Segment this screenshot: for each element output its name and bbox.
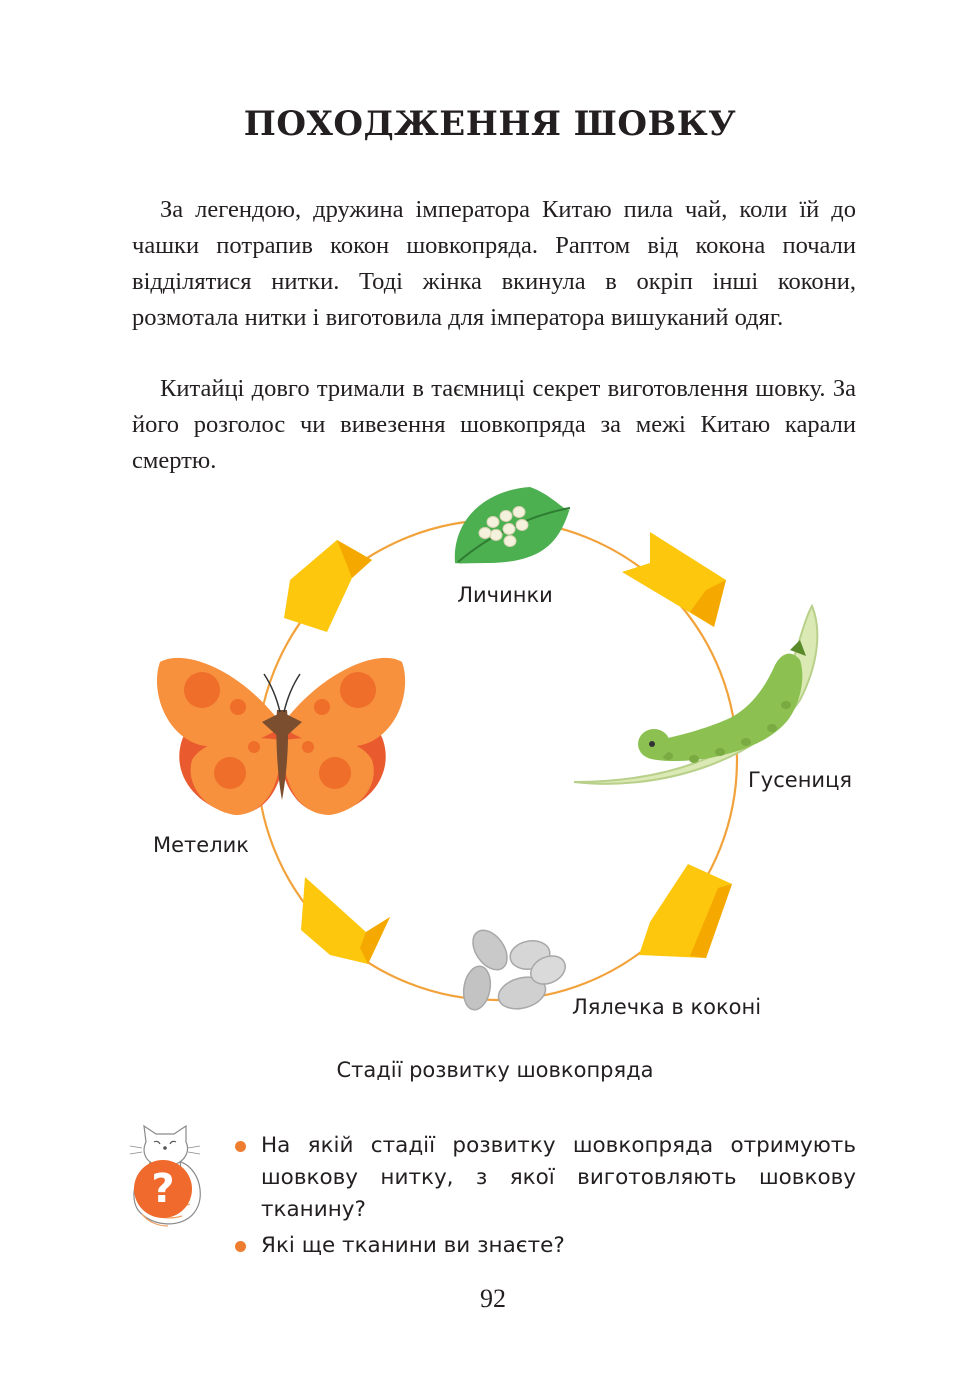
stage-label-butterfly: Метелик	[153, 833, 249, 857]
arrow-butterfly-to-larvae-icon	[284, 540, 372, 632]
caterpillar-icon	[573, 603, 819, 785]
question-mark-icon: ?	[151, 1166, 175, 1212]
page-title: ПОХОДЖЕННЯ ШОВКУ	[243, 104, 737, 144]
stage-label-larvae: Личинки	[457, 583, 553, 607]
question-item: На якій стадії розвитку шовкопряда отрим…	[232, 1130, 856, 1226]
arrow-caterpillar-to-pupa-icon	[639, 864, 732, 958]
arrow-larvae-to-caterpillar-icon	[622, 532, 726, 627]
question-item: Які ще тканини ви знаєте?	[232, 1230, 856, 1262]
cocoons-icon	[462, 929, 566, 1011]
paragraph-secret: Китайці довго тримали в таємниці секрет …	[132, 375, 856, 474]
bullet-icon	[235, 1141, 246, 1152]
questions-list: На якій стадії розвитку шовкопряда отрим…	[232, 1130, 856, 1266]
page-number: 92	[480, 1284, 506, 1313]
paragraph-legend: За легендою, дружина імператора Китаю пи…	[132, 196, 856, 331]
arrow-pupa-to-butterfly-icon	[301, 877, 390, 964]
diagram-caption: Стадії розвитку шовкопряда	[336, 1058, 654, 1082]
butterfly-icon	[156, 657, 406, 815]
bullet-icon	[235, 1241, 246, 1252]
question-badge: ?	[134, 1160, 192, 1218]
question-text: На якій стадії розвитку шовкопряда отрим…	[261, 1133, 856, 1222]
silkworm-lifecycle-diagram: Личинки Гусениця Лялечка в коконі Метели…	[153, 487, 852, 1019]
question-text: Які ще тканини ви знаєте?	[261, 1233, 565, 1258]
stage-label-caterpillar: Гусениця	[748, 768, 852, 792]
leaf-with-eggs-icon	[454, 487, 571, 564]
stage-label-pupa: Лялечка в коконі	[572, 995, 761, 1019]
